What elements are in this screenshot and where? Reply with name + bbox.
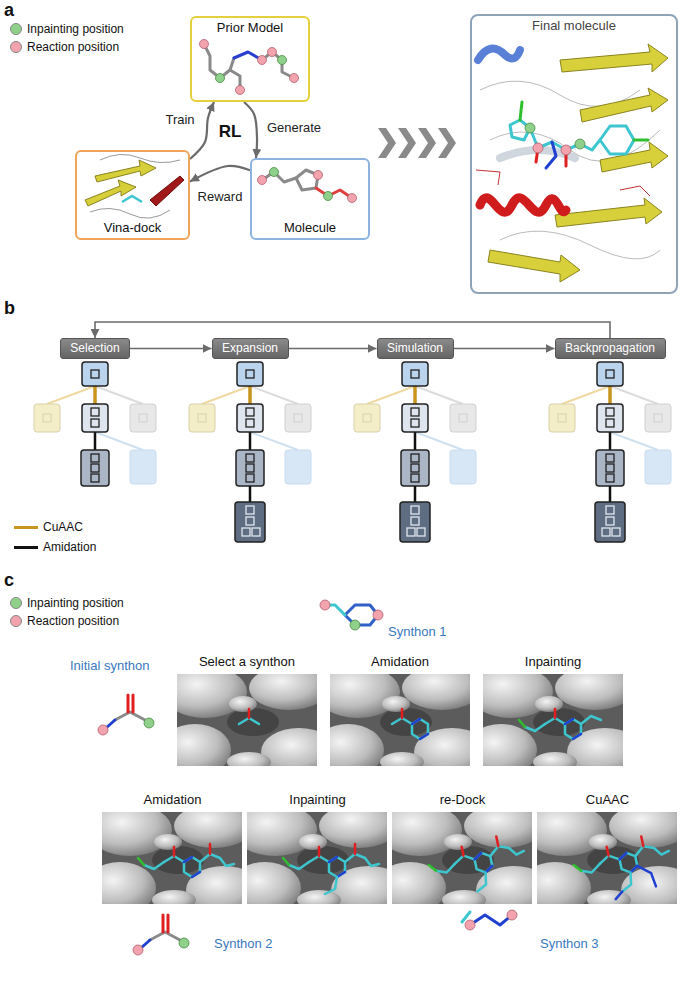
step-panel: Inpainting bbox=[245, 790, 390, 904]
flow-arrow bbox=[190, 102, 214, 159]
chevron-arrows bbox=[378, 128, 456, 158]
search-tree bbox=[34, 362, 671, 542]
node-text: Amidation bbox=[144, 792, 202, 808]
flow-arrow bbox=[289, 348, 377, 350]
synthon-label: Initial synthon bbox=[70, 658, 150, 674]
flow-arrow bbox=[454, 348, 555, 350]
docking-protein bbox=[85, 154, 184, 218]
node-text: Backpropagation bbox=[565, 341, 655, 355]
node-text: Inpainting bbox=[289, 792, 345, 808]
node-text: Molecule bbox=[284, 220, 336, 236]
edge-label: Generate bbox=[265, 120, 323, 136]
step-panel: Amidation bbox=[100, 790, 245, 904]
panel-letter: c bbox=[4, 570, 14, 592]
legend-text: Reaction position bbox=[27, 614, 119, 628]
panel-letter: b bbox=[4, 298, 15, 320]
legend-text: Reaction position bbox=[27, 40, 119, 54]
node-text: Prior Model bbox=[217, 20, 283, 36]
synthon-label: Synthon 1 bbox=[388, 624, 447, 640]
flow-arrow bbox=[244, 102, 257, 158]
edge-label: Reward bbox=[196, 189, 245, 205]
protein-complex bbox=[476, 44, 668, 282]
legend-item: Inpainting position bbox=[10, 22, 124, 36]
step-box: Expansion bbox=[212, 338, 289, 359]
step-panel: Amidation bbox=[325, 652, 475, 766]
step-box: Simulation bbox=[377, 338, 454, 359]
model-box: Prior Model bbox=[190, 16, 310, 102]
position-dots bbox=[200, 40, 299, 95]
flow-arrow bbox=[95, 322, 610, 338]
legend-item: Amidation bbox=[14, 540, 96, 554]
panel-letter: a bbox=[4, 0, 14, 22]
legend-text: Amidation bbox=[43, 540, 96, 554]
legend-dot bbox=[10, 615, 22, 627]
position-dots bbox=[258, 168, 357, 203]
node-text: re-Dock bbox=[440, 792, 486, 808]
node-text: Simulation bbox=[387, 341, 443, 355]
node-text: Amidation bbox=[371, 654, 429, 670]
molecule-box: Molecule bbox=[250, 158, 370, 240]
legend-text: Inpainting position bbox=[27, 22, 124, 36]
cycle-label: RL bbox=[219, 122, 242, 142]
legend-line bbox=[14, 546, 38, 549]
legend-dot bbox=[10, 41, 22, 53]
legend-item: CuAAC bbox=[14, 520, 83, 534]
node-text: Expansion bbox=[222, 341, 278, 355]
node-text: Final molecule bbox=[528, 18, 620, 34]
legend-text: CuAAC bbox=[43, 520, 83, 534]
flow-arrow bbox=[190, 166, 250, 182]
synthon-label: Synthon 2 bbox=[214, 936, 273, 952]
synthon-label: Synthon 3 bbox=[540, 936, 599, 952]
prior-molecule bbox=[204, 44, 294, 90]
step-box: Selection bbox=[60, 338, 130, 359]
binding-pocket bbox=[84, 666, 685, 914]
legend-text: Inpainting position bbox=[27, 596, 124, 610]
node-text: Selection bbox=[70, 341, 119, 355]
node-text: Vina-dock bbox=[104, 220, 162, 236]
step-panel: Select a synthon bbox=[172, 652, 322, 766]
step-panel: CuAAC bbox=[535, 790, 680, 904]
legend-dot bbox=[10, 23, 22, 35]
step-panel: re-Dock bbox=[390, 790, 535, 904]
step-box: Backpropagation bbox=[555, 338, 666, 359]
node-text: Inpainting bbox=[525, 654, 581, 670]
node-text: CuAAC bbox=[586, 792, 629, 808]
flow-arrow bbox=[130, 348, 212, 350]
legend-item: Inpainting position bbox=[10, 596, 124, 610]
legend-item: Reaction position bbox=[10, 614, 119, 628]
edge-label: Train bbox=[163, 112, 196, 128]
node-text: Select a synthon bbox=[199, 654, 295, 670]
result-box: Final molecule bbox=[470, 14, 678, 294]
legend-dot bbox=[10, 597, 22, 609]
legend-item: Reaction position bbox=[10, 40, 119, 54]
step-panel: Inpainting bbox=[478, 652, 628, 766]
docking-box: Vina-dock bbox=[75, 150, 190, 240]
legend-line bbox=[14, 526, 38, 529]
